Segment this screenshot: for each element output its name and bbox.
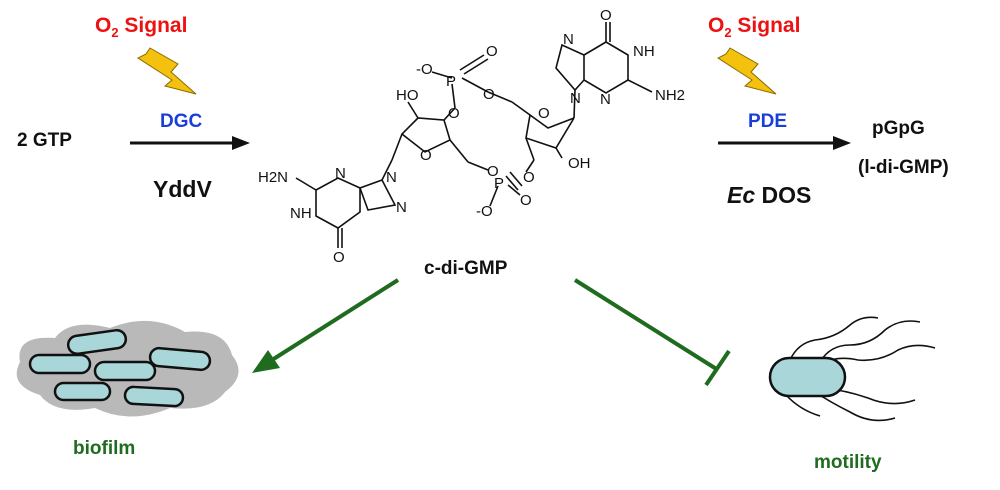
atom-p-top: P [446,73,456,90]
atom-o-link-bot2: O [487,163,499,180]
atom-o-link-bot: O [523,169,535,186]
inhibition-motility [573,278,731,387]
atom-o-ring-left: O [420,147,432,164]
atom-n-bot-b: N [396,199,407,216]
atom-n-top-c: N [570,90,581,107]
atom-o-phos-top: O [486,43,498,60]
pde-label: PDE [748,111,788,132]
atom-o-bottom: O [333,249,345,266]
atom-oh-right: OH [568,155,591,172]
atom-o-ring-right: O [538,105,550,122]
motility-label: motility [814,452,882,473]
atom-o-link-top2: O [448,105,460,122]
atom-n-bot-a: N [386,169,397,186]
atom-o-minus-top: -O [416,61,433,78]
atom-o-link-top: O [483,86,495,103]
atom-o-minus-bottom: -O [476,203,493,220]
o2-signal-right-label: O2 Signal [708,14,801,40]
atom-n-bot-c: N [335,165,346,182]
arrow-synthesis [130,136,250,150]
atom-nh-top: NH [633,43,655,60]
yddv-label: YddV [153,176,212,202]
atom-ho-top: HO [396,87,419,104]
ec-dos-label: Ec DOS [727,182,812,208]
lightning-right-icon [716,47,777,95]
substrate-label: 2 GTP [17,130,72,151]
arrow-degradation [718,136,851,150]
atom-n-top-a: N [600,91,611,108]
c-di-gmp-structure [295,22,653,248]
atom-h2n-bottom: H2N [258,169,288,186]
motile-bacterium-illustration [768,316,936,422]
biofilm-illustration [16,320,239,417]
structure-atom-labels: O NH NH2 N N N O OH O O P -O O HO O O O … [258,7,685,266]
atom-o-phos-bottom: O [520,192,532,209]
atom-n-top-b: N [563,31,574,48]
o2-signal-left-label: O2 Signal [95,14,188,40]
atom-nh-bottom: NH [290,205,312,222]
arrow-promotes-biofilm [252,278,400,373]
molecule-label: c-di-GMP [424,258,508,279]
dgc-label: DGC [160,111,203,132]
atom-o-top: O [600,7,612,24]
atom-nh2-top: NH2 [655,87,685,104]
lightning-left-icon [136,47,197,95]
atom-p-bottom: P [494,175,504,192]
product-label-line2: (l-di-GMP) [858,157,949,178]
product-label-line1: pGpG [872,118,925,139]
biofilm-label: biofilm [73,438,136,459]
